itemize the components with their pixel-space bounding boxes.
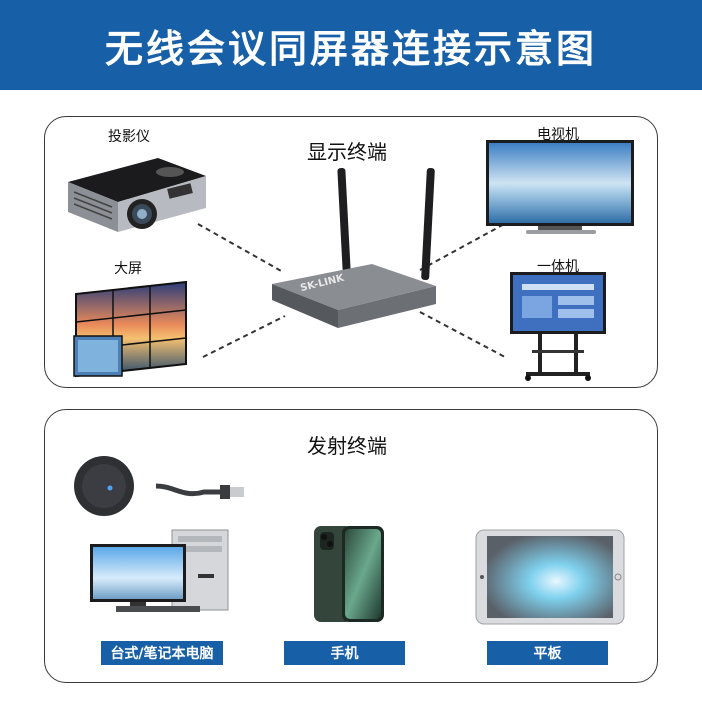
tablet-icon bbox=[475, 529, 625, 625]
connection-line-all-in-one bbox=[419, 311, 506, 358]
all-in-one-label: 一体机 bbox=[537, 259, 579, 275]
connection-line-projector bbox=[197, 223, 284, 273]
connection-line-tv bbox=[419, 221, 509, 271]
wireless-router-icon bbox=[272, 168, 436, 328]
tv-label: 电视机 bbox=[537, 127, 579, 143]
phone-label: 手机 bbox=[284, 641, 405, 665]
header-banner: 无线会议同屏器连接示意图 bbox=[0, 0, 702, 90]
projector-icon bbox=[68, 158, 206, 232]
computer-label: 台式/笔记本电脑 bbox=[101, 641, 223, 665]
big-screen-label: 大屏 bbox=[114, 261, 142, 277]
all-in-one-icon bbox=[510, 272, 606, 381]
tv-icon bbox=[486, 140, 634, 234]
page-title: 无线会议同屏器连接示意图 bbox=[104, 26, 597, 71]
sender-terminals-heading: 发射终端 bbox=[307, 434, 387, 458]
connection-line-big-screen bbox=[202, 315, 286, 358]
video-wall-icon bbox=[73, 280, 187, 378]
share-dongle-icon bbox=[74, 456, 244, 516]
tablet-label: 平板 bbox=[487, 641, 608, 665]
display-terminals-heading: 显示终端 bbox=[307, 140, 387, 164]
smartphone-icon bbox=[314, 526, 384, 622]
projector-label: 投影仪 bbox=[108, 129, 150, 145]
desktop-computer-icon bbox=[90, 529, 229, 612]
